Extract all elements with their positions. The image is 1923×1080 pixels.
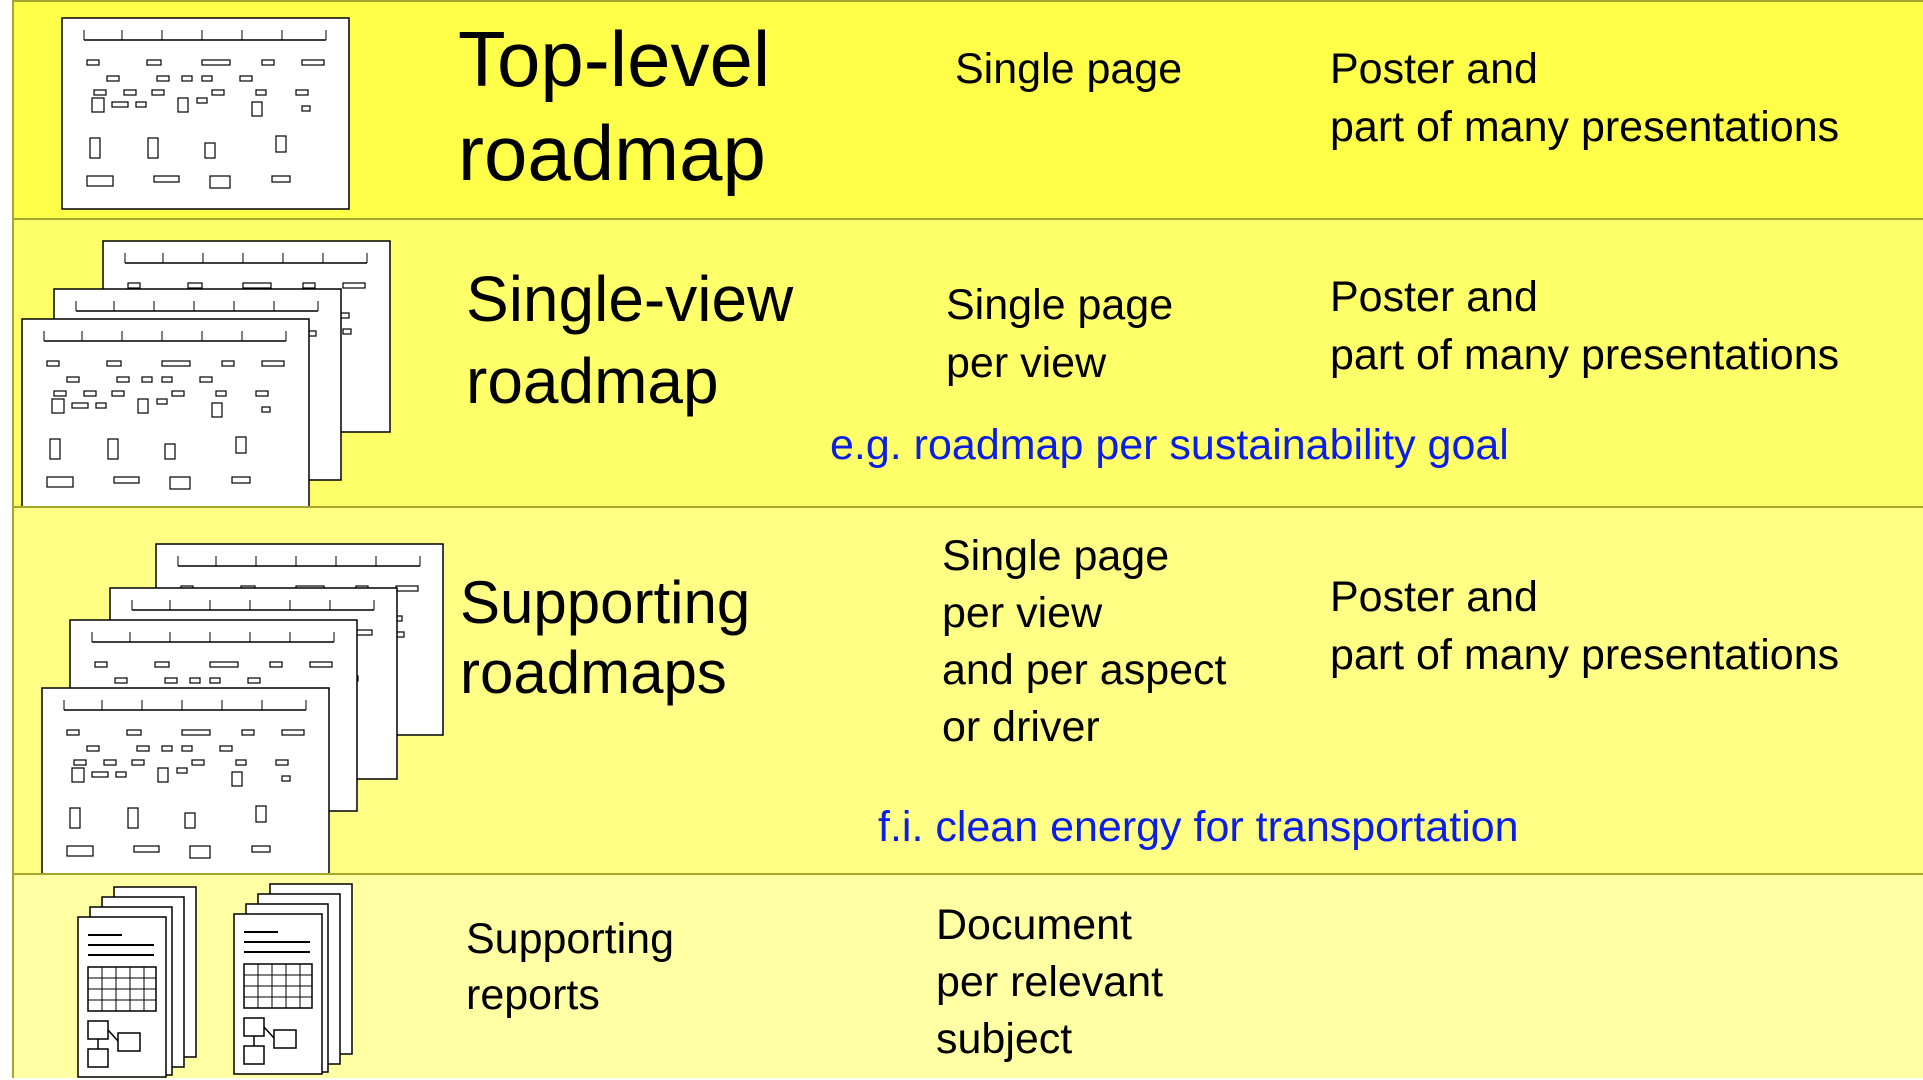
row-usage: Poster and part of many presentations: [1330, 573, 1840, 679]
roadmap-stack-4-icon: [41, 543, 444, 875]
row-title: Top-level roadmap: [458, 15, 771, 197]
row-title: Supporting reports: [466, 915, 674, 1019]
row-usage: Poster and part of many presentations: [1330, 45, 1840, 151]
roadmap-single-sheet-icon: [61, 17, 350, 210]
row-scope: Document per relevant subject: [936, 901, 1164, 1063]
row-scope: Single page per view: [946, 281, 1174, 387]
row-title: Supporting roadmaps: [460, 569, 751, 706]
row-supporting-reports: Supporting reports Document per relevant…: [12, 873, 1923, 1078]
report-documents-icon: [77, 883, 353, 1078]
row-single-view-roadmap: Single-view roadmap Single page per view…: [12, 218, 1923, 508]
row-usage: Poster and part of many presentations: [1330, 273, 1840, 379]
row-supporting-roadmaps: Supporting roadmaps Single page per view…: [12, 506, 1923, 875]
row-title: Single-view roadmap: [466, 263, 794, 417]
row-example: e.g. roadmap per sustainability goal: [830, 421, 1509, 469]
row-top-level-roadmap: Top-level roadmap Single page Poster and…: [12, 0, 1923, 218]
row-scope: Single page: [955, 45, 1183, 93]
roadmap-stack-3-icon: [21, 240, 391, 508]
row-scope: Single page per view and per aspect or d…: [942, 532, 1227, 751]
row-example: f.i. clean energy for transportation: [878, 803, 1519, 851]
